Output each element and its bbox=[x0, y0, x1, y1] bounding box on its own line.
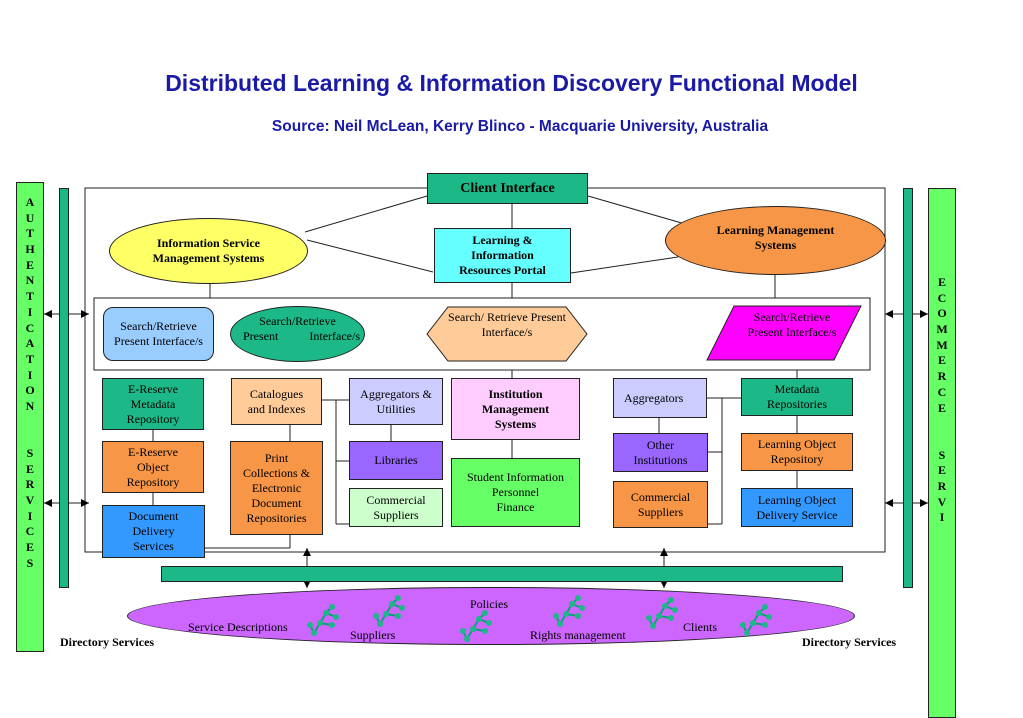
directory-services-right: Directory Services bbox=[802, 635, 897, 649]
tree-network-icon bbox=[739, 603, 773, 637]
auth-letter: C bbox=[25, 320, 35, 335]
institution-management-systems: Institution Management Systems bbox=[451, 378, 580, 440]
ecom-letter: E bbox=[937, 400, 946, 415]
search-row-frame bbox=[93, 297, 871, 371]
search-ellipse-line1: Search/Retrieve bbox=[259, 314, 336, 328]
catalogues-and-indexes: Catalogues and Indexes bbox=[231, 378, 322, 425]
ecom-letter bbox=[929, 432, 955, 448]
suppliers-label: Suppliers bbox=[350, 628, 396, 642]
other-institutions: Other Institutions bbox=[613, 433, 708, 472]
auth-letter: E bbox=[25, 540, 34, 555]
print-collections-repositories: Print Collections & Electronic Document … bbox=[230, 441, 323, 535]
aggregators-and-utilities: Aggregators & Utilities bbox=[349, 378, 443, 425]
auth-letter: T bbox=[25, 351, 34, 366]
ecom-letter: C bbox=[937, 384, 947, 399]
search-retrieve-rounded: Search/Retrieve Present Interface/s bbox=[103, 307, 214, 361]
auth-letter: O bbox=[25, 383, 35, 398]
student-information-personnel-finance: Student Information Personnel Finance bbox=[451, 458, 580, 527]
auth-letter: T bbox=[25, 226, 34, 241]
ecom-letter: E bbox=[937, 275, 946, 289]
auth-letter: U bbox=[25, 210, 35, 225]
clients-label: Clients bbox=[683, 620, 718, 634]
auth-letter: S bbox=[26, 446, 34, 460]
right-inner-bar bbox=[903, 188, 913, 588]
student-info-line1: Student Information bbox=[467, 470, 564, 484]
auth-letter: I bbox=[27, 367, 33, 382]
student-info-line2: Personnel bbox=[491, 485, 540, 499]
ecom-letter bbox=[929, 416, 955, 432]
learning-management-systems: Learning Management Systems bbox=[665, 206, 886, 275]
ecom-letter: M bbox=[936, 337, 948, 352]
client-interface: Client Interface bbox=[427, 173, 588, 204]
left-inner-bar bbox=[59, 188, 69, 588]
ecom-letter: R bbox=[937, 478, 947, 493]
search-ellipse-line2b: Interface/s bbox=[309, 329, 360, 343]
ecom-letter: M bbox=[936, 322, 948, 337]
rights-management-label: Rights management bbox=[530, 628, 626, 642]
information-service-management-systems: Information Service Management Systems bbox=[109, 218, 308, 284]
auth-letter: A bbox=[25, 195, 35, 209]
auth-letter: C bbox=[25, 524, 35, 539]
tree-network-icon bbox=[552, 594, 586, 628]
ecom-letter: E bbox=[937, 353, 946, 368]
service-descriptions-label: Service Descriptions bbox=[188, 620, 288, 634]
ecom-letter: O bbox=[937, 306, 947, 321]
learning-information-resources-portal: Learning & Information Resources Portal bbox=[434, 228, 571, 283]
ecom-letter: R bbox=[937, 369, 947, 384]
learning-object-repository: Learning Object Repository bbox=[741, 433, 853, 471]
diagram-title: Distributed Learning & Information Disco… bbox=[165, 70, 858, 96]
search-parallelogram-label: Search/Retrieve Present Interface/s bbox=[747, 310, 837, 339]
auth-letter: E bbox=[25, 461, 34, 476]
arrow-heads bbox=[44, 310, 928, 588]
ecom-letter: S bbox=[938, 447, 946, 462]
auth-letter: I bbox=[27, 304, 33, 319]
auth-letter: A bbox=[25, 336, 35, 351]
search-ellipse-line2a: Present bbox=[243, 329, 279, 343]
auth-letter: N bbox=[25, 273, 35, 288]
search-hexagon-label: Search/ Retrieve Present Interface/s bbox=[448, 310, 566, 339]
ecom-letter: I bbox=[939, 510, 945, 525]
metadata-repositories: Metadata Repositories bbox=[741, 378, 853, 416]
search-retrieve-ellipse: Search/Retrieve Present Interface/s bbox=[230, 306, 365, 362]
auth-letter: V bbox=[25, 493, 35, 508]
auth-letter bbox=[17, 430, 43, 446]
auth-letter: S bbox=[26, 555, 34, 570]
tree-network-icon bbox=[306, 603, 340, 637]
ecom-letter: V bbox=[937, 494, 947, 509]
auth-letter: N bbox=[25, 398, 35, 413]
libraries: Libraries bbox=[349, 441, 443, 480]
bottom-bus-bar bbox=[161, 566, 843, 582]
tree-network-icon bbox=[459, 609, 493, 643]
learning-object-delivery-service: Learning Object Delivery Service bbox=[741, 488, 853, 527]
auth-letter: R bbox=[25, 477, 35, 492]
auth-letter: H bbox=[25, 242, 35, 257]
directory-services-ellipse bbox=[127, 587, 855, 645]
commercial-suppliers-left: Commercial Suppliers bbox=[349, 488, 443, 527]
tree-network-icon bbox=[372, 594, 406, 628]
student-info-line3: Finance bbox=[496, 500, 535, 514]
auth-letter: T bbox=[25, 289, 34, 304]
commercial-suppliers-right: Commercial Suppliers bbox=[613, 481, 708, 528]
search-retrieve-parallelogram bbox=[706, 305, 862, 361]
ecom-letter: E bbox=[937, 463, 946, 478]
aggregators-right: Aggregators bbox=[613, 378, 707, 418]
search-retrieve-hexagon bbox=[426, 306, 588, 362]
auth-letter: E bbox=[25, 257, 34, 272]
e-reserve-metadata-repository: E-Reserve Metadata Repository bbox=[102, 378, 204, 430]
e-reserve-object-repository: E-Reserve Object Repository bbox=[102, 441, 204, 493]
document-delivery-services: Document Delivery Services bbox=[102, 505, 205, 558]
tree-network-icon bbox=[645, 596, 679, 630]
auth-letter: I bbox=[27, 508, 33, 523]
auth-letter bbox=[17, 415, 43, 431]
policies-label: Policies bbox=[470, 597, 508, 611]
ecom-letter: C bbox=[937, 290, 947, 305]
directory-services-left: Directory Services bbox=[60, 635, 155, 649]
diagram-subtitle: Source: Neil McLean, Kerry Blinco - Macq… bbox=[271, 118, 769, 135]
